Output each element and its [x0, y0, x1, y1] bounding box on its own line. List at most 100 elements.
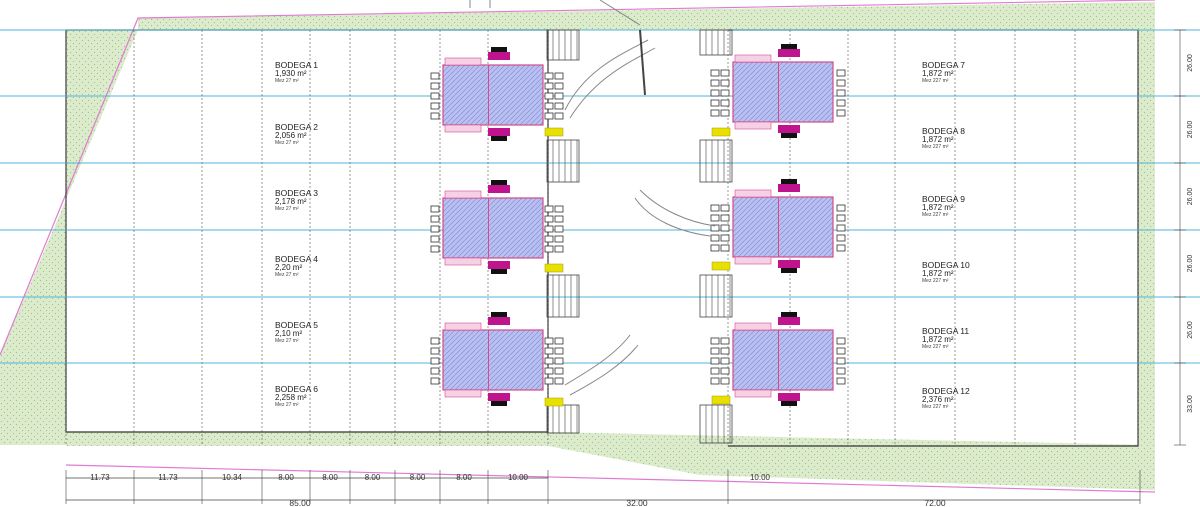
yellow-marker	[711, 261, 731, 271]
dimension-label: 8.00	[278, 473, 294, 482]
warehouse-mezzanine: Mez 27 m²	[275, 206, 299, 212]
landscape-areas	[0, 2, 1155, 490]
dimension-label: 8.00	[410, 473, 426, 482]
warehouse-area: 2,376 m²	[922, 395, 954, 404]
dimension-label: 33.00	[1187, 395, 1194, 413]
bottom-right-green-strip	[548, 432, 1155, 490]
dock-module	[430, 47, 564, 141]
dock-module	[710, 179, 846, 273]
top-green-strip	[138, 2, 1155, 30]
warehouse-name: BODEGA 3	[275, 188, 318, 198]
dimension-label: 8.00	[322, 473, 338, 482]
warehouse-area: 1,872 m²	[922, 269, 954, 278]
loading-docks	[430, 29, 846, 444]
yellow-marker	[711, 395, 731, 405]
dimension-label: 26.00	[1187, 188, 1194, 206]
yellow-marker	[544, 397, 564, 407]
parking-stripes	[546, 274, 580, 318]
warehouse-mezzanine: Mez 227 m²	[922, 344, 949, 350]
dimension-lines: 11.73 11.73 10.34 8.00 8.00 8.00 8.00 8.00 10.00…	[65, 29, 1194, 507]
warehouse-area: 2,10 m²	[275, 329, 302, 338]
parking-stripes	[699, 274, 733, 318]
dock-module	[430, 180, 564, 274]
warehouse-area: 2,258 m²	[275, 393, 307, 402]
dock-module	[710, 44, 846, 138]
warehouse-mezzanine: Mez 227 m²	[922, 404, 949, 410]
warehouse-mezzanine: Mez 27 m²	[275, 78, 299, 84]
total-dimension-label: 85.00	[289, 498, 311, 507]
dimension-label: 8.00	[365, 473, 381, 482]
warehouse-area: 1,872 m²	[922, 203, 954, 212]
parking-stripes	[546, 404, 580, 434]
warehouse-name: BODEGA 10	[922, 260, 970, 270]
dimension-label: 26.00	[1187, 121, 1194, 139]
right-green-strip	[1138, 30, 1155, 450]
warehouse-name: BODEGA 2	[275, 122, 318, 132]
warehouse-mezzanine: Mez 27 m²	[275, 140, 299, 146]
dimension-label: 26.00	[1187, 321, 1194, 339]
column-grid	[65, 30, 1139, 445]
parking-stripes	[546, 139, 580, 183]
warehouse-area: 1,872 m²	[922, 335, 954, 344]
yellow-marker	[544, 263, 564, 273]
bottom-left-green-strip	[66, 432, 548, 446]
dock-module	[430, 312, 564, 406]
warehouse-row-lines	[0, 29, 1200, 364]
dimension-label: 10.00	[750, 473, 771, 482]
warehouse-name: BODEGA 7	[922, 60, 965, 70]
dimension-label: 11.73	[90, 473, 110, 482]
warehouse-name: BODEGA 11	[922, 326, 969, 336]
dimension-label: 10.00	[508, 473, 529, 482]
total-dimension-label: 32.00	[626, 498, 648, 507]
warehouse-area: 1,872 m²	[922, 135, 954, 144]
warehouse-mezzanine: Mez 27 m²	[275, 272, 299, 278]
dimension-label: 10.34	[222, 473, 243, 482]
parking-stripes	[699, 139, 733, 183]
warehouse-area: 1,930 m²	[275, 69, 307, 78]
warehouse-name: BODEGA 5	[275, 320, 318, 330]
warehouse-name: BODEGA 4	[275, 254, 318, 264]
warehouse-mezzanine: Mez 27 m²	[275, 402, 299, 408]
dimension-label: 26.00	[1187, 54, 1194, 72]
total-dimension-label: 72.00	[924, 498, 946, 507]
warehouse-name: BODEGA 9	[922, 194, 965, 204]
parking-stripes	[699, 29, 733, 56]
dock-module	[710, 312, 846, 406]
warehouse-area: 2,20 m²	[275, 263, 302, 272]
warehouse-area: 1,872 m²	[922, 69, 954, 78]
left-green-strip	[0, 30, 138, 445]
warehouse-mezzanine: Mez 227 m²	[922, 78, 949, 84]
warehouse-name: BODEGA 12	[922, 386, 970, 396]
warehouse-area: 2,178 m²	[275, 197, 307, 206]
warehouse-name: BODEGA 1	[275, 60, 318, 70]
warehouse-mezzanine: Mez 27 m²	[275, 338, 299, 344]
warehouse-area: 2,056 m²	[275, 131, 307, 140]
driveway-curves	[469, 0, 716, 396]
property-boundary	[0, 0, 1156, 493]
yellow-marker	[711, 127, 731, 137]
warehouse-mezzanine: Mez 227 m²	[922, 278, 949, 284]
parking-stripes	[699, 404, 733, 444]
warehouse-mezzanine: Mez 227 m²	[922, 144, 949, 150]
parking-stripes	[546, 29, 580, 61]
building-outline	[65, 29, 1139, 447]
warehouse-name: BODEGA 8	[922, 126, 965, 136]
warehouse-name: BODEGA 6	[275, 384, 318, 394]
yellow-marker	[544, 127, 564, 137]
dimension-label: 11.73	[158, 473, 178, 482]
warehouse-mezzanine: Mez 227 m²	[922, 212, 949, 218]
dimension-label: 8.00	[456, 473, 472, 482]
